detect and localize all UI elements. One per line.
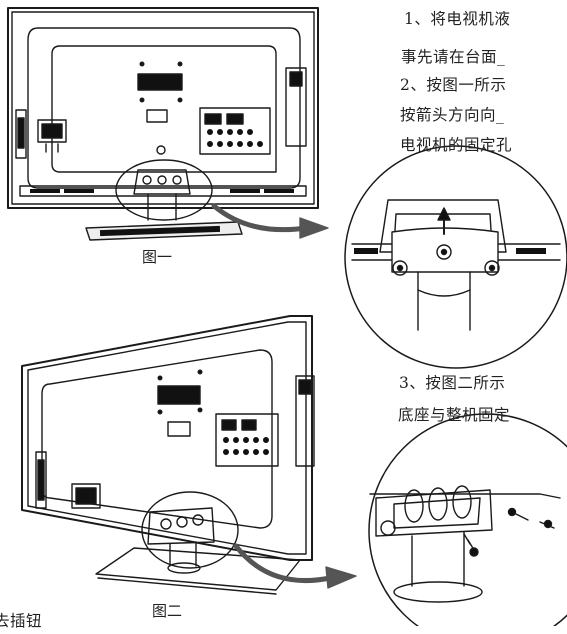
step3-line-2: 底座与整机固定 [398, 406, 511, 424]
step1-line-5: 电视机的固定孔 [400, 136, 513, 154]
figure2-tv-drawing [21, 315, 315, 595]
figure1-pointer-arrow [211, 203, 309, 233]
figure1-tv-drawing [7, 7, 319, 241]
step3-line-1: 3、按图二所示 [399, 374, 506, 392]
step1-line-1: 1、将电视机液 [404, 10, 511, 28]
step1-line-2: 事先请在台面_ [401, 48, 506, 66]
figure2-pointer-arrow [233, 543, 333, 584]
figure2-caption: 图二 [152, 602, 183, 620]
figure1-zoom-detail [344, 145, 567, 369]
step1-line-3: 2、按图一所示 [400, 76, 507, 94]
figure1-caption: 图一 [142, 248, 173, 266]
cutoff-text: 去插钮 [0, 612, 43, 630]
step1-line-4: 按箭头方向向_ [400, 106, 505, 124]
figure2-zoom-detail [368, 413, 567, 626]
